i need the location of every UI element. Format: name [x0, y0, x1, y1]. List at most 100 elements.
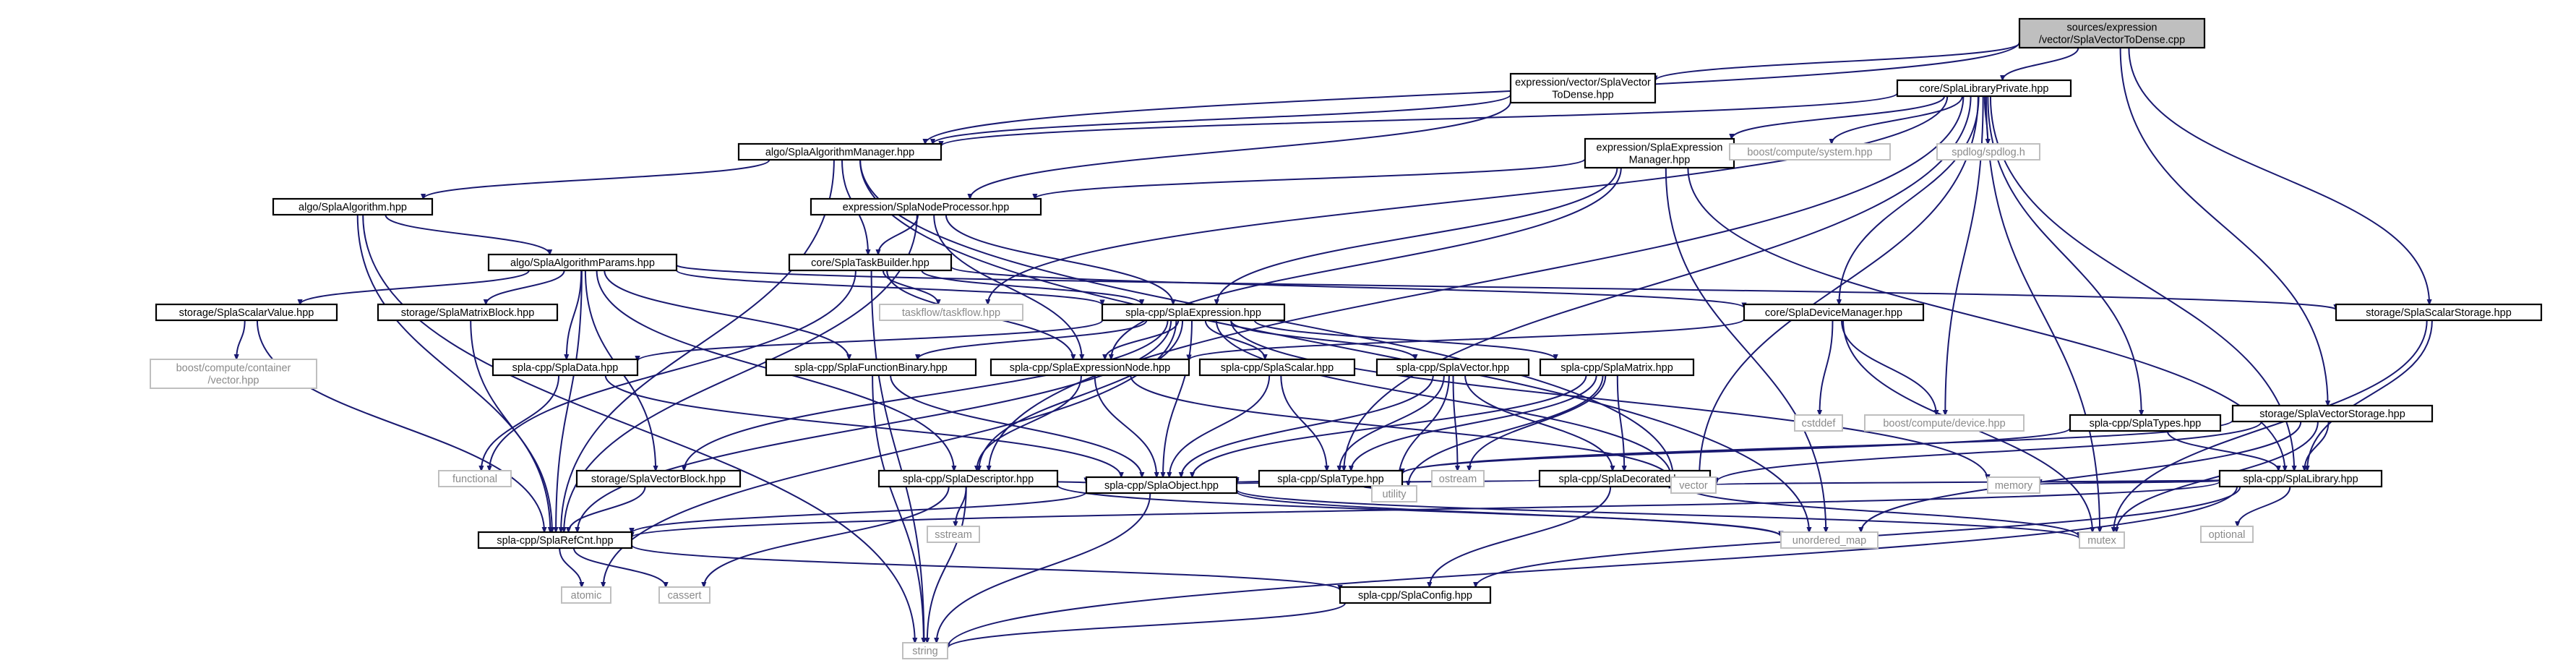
edge-vector-to-type — [1339, 375, 1445, 471]
edge-nodeproc-to-exprnode — [933, 214, 1082, 359]
node-label-funcbin: spla-cpp/SplaFunctionBinary.hpp — [794, 362, 948, 374]
node-label-spdlog: spdlog/spdlog.h — [1952, 147, 2025, 158]
node-label-scalarval: storage/SplaScalarValue.hpp — [179, 307, 314, 319]
node-box-taskflow — [879, 304, 1023, 321]
node-label-mutex: mutex — [2087, 535, 2116, 547]
node-data[interactable]: spla-cpp/SplaData.hpp — [491, 358, 639, 377]
node-label-devmgr: core/SplaDeviceManager.hpp — [1765, 307, 1902, 319]
node-expression[interactable]: spla-cpp/SplaExpression.hpp — [1101, 303, 1286, 322]
node-box-matrix — [1539, 358, 1695, 377]
edge-matrix-to-utility — [1408, 375, 1604, 486]
edge-exprhpp-to-algmgr — [933, 93, 1511, 145]
node-library[interactable]: spla-cpp/SplaLibrary.hpp — [2218, 469, 2383, 488]
edge-expression-to-scalar — [1204, 320, 1265, 359]
node-umap: unordered_map — [1780, 531, 1879, 549]
node-label-taskflow: taskflow/taskflow.hpp — [902, 307, 1000, 319]
edge-matrix-to-object — [1193, 375, 1587, 477]
edge-refcnt-to-config — [631, 544, 1340, 591]
node-box-optional — [2200, 526, 2254, 543]
node-memory: memory — [1987, 476, 2040, 494]
node-matblock[interactable]: storage/SplaMatrixBlock.hpp — [377, 303, 559, 322]
edge-expression-to-descriptor — [979, 320, 1184, 471]
node-devmgr[interactable]: core/SplaDeviceManager.hpp — [1743, 303, 1925, 322]
edge-exprhpp-to-nodeproc — [970, 100, 1511, 199]
node-algparams[interactable]: algo/SplaAlgorithmParams.hpp — [487, 253, 678, 272]
edge-library-to-optional — [2238, 486, 2291, 526]
edge-root-to-exprhpp — [1655, 42, 2020, 82]
edge-exprnode-to-descriptor — [977, 375, 1082, 471]
node-types[interactable]: spla-cpp/SplaTypes.hpp — [2069, 414, 2222, 432]
node-scalarval[interactable]: storage/SplaScalarValue.hpp — [155, 303, 338, 322]
edge-expression-to-data — [637, 320, 1104, 362]
edge-libpriv-to-bcsys — [1832, 95, 1963, 144]
node-box-vectorstd — [1670, 476, 1717, 494]
node-box-object — [1085, 476, 1238, 495]
node-box-refcnt — [477, 531, 633, 549]
node-funcbin[interactable]: spla-cpp/SplaFunctionBinary.hpp — [765, 358, 977, 377]
edge-libpriv-to-type — [1344, 95, 1972, 471]
node-vecblock[interactable]: storage/SplaVectorBlock.hpp — [575, 469, 742, 488]
node-vecstor[interactable]: storage/SplaVectorStorage.hpp — [2231, 404, 2434, 423]
node-scalstor[interactable]: storage/SplaScalarStorage.hpp — [2335, 303, 2543, 322]
node-label-cassert: cassert — [668, 590, 702, 602]
edge-libpriv-to-taskflow — [988, 95, 1949, 304]
dependency-nodes: sources/expression/vector/SplaVectorToDe… — [150, 17, 2543, 659]
edge-funcbin-to-string — [872, 375, 924, 643]
node-vector[interactable]: spla-cpp/SplaVector.hpp — [1375, 358, 1530, 377]
node-label-object: spla-cpp/SplaObject.hpp — [1104, 480, 1219, 492]
edge-taskbld-to-devmgr — [950, 265, 1744, 308]
node-bcdev: boost/compute/device.hpp — [1864, 414, 2025, 432]
node-cassert: cassert — [658, 586, 710, 604]
edge-root-to-scalstor — [2128, 47, 2429, 304]
node-box-descriptor — [877, 469, 1059, 488]
node-box-spdlog — [1936, 143, 2040, 161]
node-object[interactable]: spla-cpp/SplaObject.hpp — [1085, 476, 1238, 495]
node-box-algo — [272, 197, 434, 216]
edge-expression-to-vecblock — [684, 320, 1169, 471]
node-label-scalstor: storage/SplaScalarStorage.hpp — [2366, 307, 2512, 319]
edge-matrix-to-type — [1351, 375, 1597, 471]
node-descriptor[interactable]: spla-cpp/SplaDescriptor.hpp — [877, 469, 1059, 488]
node-libpriv[interactable]: core/SplaLibraryPrivate.hpp — [1896, 79, 2072, 98]
node-root[interactable]: sources/expression/vector/SplaVectorToDe… — [2018, 17, 2206, 49]
edge-decorated-to-config — [1430, 486, 1612, 587]
node-box-expression — [1101, 303, 1286, 322]
edge-vector-to-object — [1181, 375, 1434, 477]
node-label-library: spla-cpp/SplaLibrary.hpp — [2243, 474, 2358, 485]
node-exprnode[interactable]: spla-cpp/SplaExpressionNode.hpp — [989, 358, 1190, 377]
node-taskflow: taskflow/taskflow.hpp — [879, 304, 1023, 321]
node-optional: optional — [2200, 526, 2254, 543]
node-matrix[interactable]: spla-cpp/SplaMatrix.hpp — [1539, 358, 1695, 377]
edge-library-to-memory — [2040, 481, 2220, 485]
node-config[interactable]: spla-cpp/SplaConfig.hpp — [1339, 586, 1492, 604]
edge-libpriv-to-library — [1989, 95, 2294, 471]
edge-algparams-to-funcbin — [604, 270, 849, 359]
node-box-devmgr — [1743, 303, 1925, 322]
node-box-atomic — [561, 586, 611, 604]
edge-vecstor-to-mutex — [2116, 421, 2319, 532]
node-label-algparams: algo/SplaAlgorithmParams.hpp — [510, 257, 655, 269]
node-box-vecblock — [575, 469, 742, 488]
edge-root-to-vecstor — [2119, 47, 2328, 406]
node-box-mutex — [2079, 531, 2125, 549]
edge-root-to-algmgr — [925, 41, 2020, 144]
node-scalar[interactable]: spla-cpp/SplaScalar.hpp — [1198, 358, 1356, 377]
node-refcnt[interactable]: spla-cpp/SplaRefCnt.hpp — [477, 531, 633, 549]
node-label-exprnode: spla-cpp/SplaExpressionNode.hpp — [1010, 362, 1170, 374]
node-label-string: string — [912, 646, 937, 657]
edge-libpriv-to-mutex — [1985, 95, 2100, 532]
edge-root-to-libpriv — [2003, 47, 2079, 80]
node-taskbld[interactable]: core/SplaTaskBuilder.hpp — [788, 253, 953, 272]
node-type[interactable]: spla-cpp/SplaType.hpp — [1258, 469, 1404, 488]
node-algmgr[interactable]: algo/SplaAlgorithmManager.hpp — [737, 142, 943, 161]
node-label-data: spla-cpp/SplaData.hpp — [512, 362, 619, 374]
node-box-types — [2069, 414, 2222, 432]
node-box-exprhpp — [1509, 72, 1657, 104]
node-nodeproc[interactable]: expression/SplaNodeProcessor.hpp — [810, 197, 1042, 216]
node-algo[interactable]: algo/SplaAlgorithm.hpp — [272, 197, 434, 216]
edge-funcbin-to-object — [890, 375, 1142, 477]
